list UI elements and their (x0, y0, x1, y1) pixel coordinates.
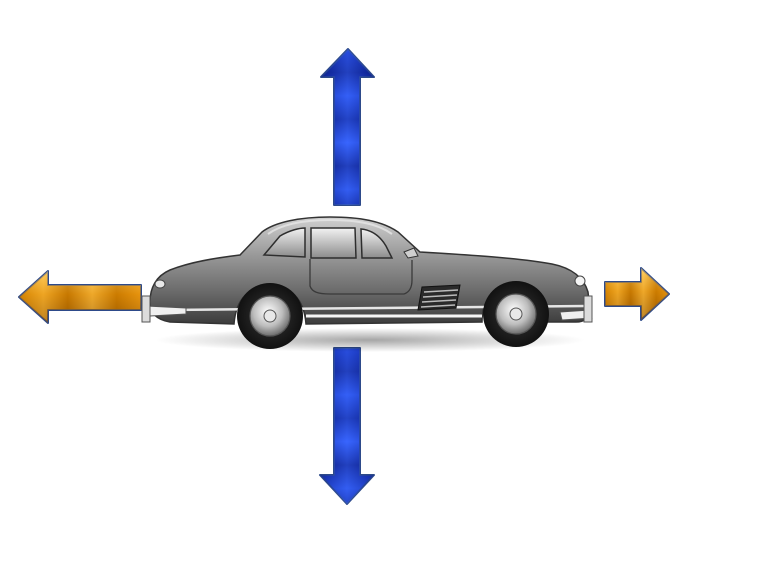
front-wheel-icon (483, 281, 549, 347)
down-arrow (319, 347, 375, 505)
up-arrow (320, 48, 375, 206)
side-vent-icon (417, 284, 461, 311)
left-arrow (18, 270, 142, 324)
right-arrow (604, 267, 670, 321)
car-side-view-icon (141, 216, 593, 352)
rear-wheel-icon (237, 283, 303, 349)
